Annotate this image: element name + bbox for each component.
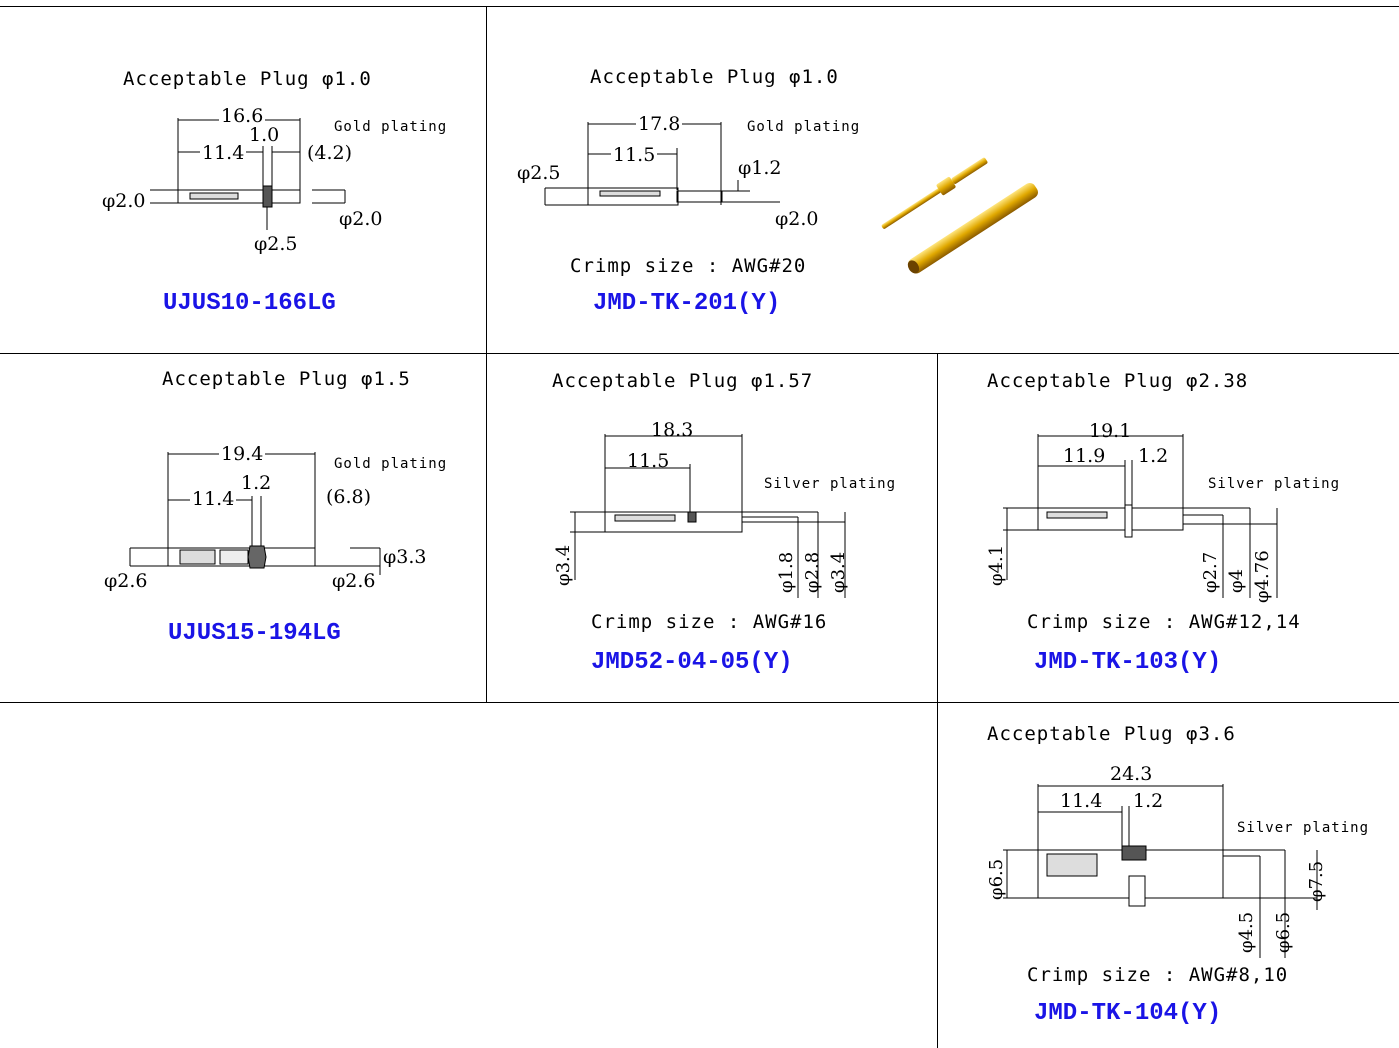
dim-collar-length: 1.0: [249, 124, 280, 146]
acceptable-plug-label: Acceptable Plug φ1.57: [552, 370, 814, 392]
crimp-size: Crimp size : AWG#12,14: [1027, 611, 1301, 633]
dim-total-length: 18.3: [651, 419, 694, 441]
dim-total-length: 19.4: [219, 443, 266, 465]
acceptable-plug-label: Acceptable Plug φ3.6: [987, 723, 1236, 745]
dim-socket-length: 11.4: [190, 488, 237, 510]
dim-diameter-3: φ7.5: [1306, 860, 1327, 902]
dim-socket-length: 11.4: [1060, 790, 1103, 812]
crimp-size: Crimp size : AWG#8,10: [1027, 964, 1289, 986]
dim-diameter-1: φ2.7: [1200, 551, 1221, 593]
dim-diameter-2: φ4: [1226, 568, 1247, 593]
grid-row-divider-1: [0, 353, 1399, 354]
dim-collar-length: 1.2: [241, 472, 272, 494]
plating-label: Silver plating: [1237, 820, 1370, 836]
contact-drawing: [1003, 784, 1318, 958]
dim-socket-length: 11.9: [1063, 445, 1106, 467]
dim-left-diameter: φ6.5: [986, 858, 1007, 900]
dim-socket-length: 11.5: [627, 450, 670, 472]
dim-pin-length: (6.8): [326, 486, 372, 508]
contact-drawing: [1003, 434, 1278, 598]
dim-left-diameter: φ2.5: [517, 162, 561, 184]
dim-collar-diameter: φ3.3: [383, 546, 427, 568]
dim-socket-length: 11.4: [200, 142, 247, 164]
dim-diameter-2: φ6.5: [1273, 911, 1294, 953]
dim-diameter-1: φ4.5: [1236, 911, 1257, 953]
part-number: UJUS15-194LG: [168, 620, 341, 647]
dim-pin-length: (4.2): [307, 142, 353, 164]
dim-total-length: 24.3: [1110, 763, 1153, 785]
dim-diameter-3: φ4.76: [1252, 550, 1273, 603]
grid-vertical-1: [486, 6, 487, 702]
part-number: JMD52-04-05(Y): [591, 649, 793, 676]
part-number: JMD-TK-104(Y): [1034, 1000, 1222, 1027]
dim-collar-diameter: φ2.5: [254, 233, 298, 255]
dim-body-diameter: φ2.0: [775, 208, 819, 230]
dim-total-length: 16.6: [219, 105, 266, 127]
plating-label: Silver plating: [1208, 476, 1341, 492]
dim-left-diameter: φ4.1: [986, 544, 1007, 586]
acceptable-plug-label: Acceptable Plug φ2.38: [987, 370, 1249, 392]
dim-diameter-3: φ3.4: [828, 551, 849, 593]
grid-vertical-2: [937, 353, 938, 1048]
plating-label: Gold plating: [747, 119, 861, 135]
dim-pin-diameter: φ1.2: [738, 157, 782, 179]
dim-collar-length: 1.2: [1138, 445, 1169, 467]
dim-right-diameter: φ2.0: [339, 208, 383, 230]
grid-row-divider-2: [0, 702, 1399, 703]
dim-collar-length: 1.2: [1133, 790, 1164, 812]
dim-total-length: 17.8: [636, 113, 683, 135]
contact-drawing: [544, 122, 780, 206]
part-number: UJUS10-166LG: [163, 290, 336, 317]
part-number: JMD-TK-201(Y): [593, 290, 781, 317]
socket-drawing: [129, 452, 381, 575]
acceptable-plug-label: Acceptable Plug φ1.5: [162, 368, 411, 390]
dim-right-diameter: φ2.6: [332, 570, 376, 592]
dim-left-diameter: φ2.0: [102, 190, 146, 212]
acceptable-plug-label: Acceptable Plug φ1.0: [123, 68, 372, 90]
dim-left-diameter: φ3.4: [553, 544, 574, 586]
part-number: JMD-TK-103(Y): [1034, 649, 1222, 676]
plating-label: Silver plating: [764, 476, 897, 492]
dim-diameter-1: φ1.8: [776, 551, 797, 593]
plating-label: Gold plating: [334, 119, 448, 135]
contact-drawing: [570, 434, 846, 598]
contact-photo: [881, 157, 1038, 274]
dim-left-diameter: φ2.6: [104, 570, 148, 592]
dim-socket-length: 11.5: [611, 144, 658, 166]
dim-diameter-2: φ2.8: [802, 551, 823, 593]
acceptable-plug-label: Acceptable Plug φ1.0: [590, 66, 839, 88]
crimp-size: Crimp size : AWG#20: [570, 255, 807, 277]
dim-total-length: 19.1: [1089, 420, 1132, 442]
grid-top-border: [0, 6, 1399, 7]
crimp-size: Crimp size : AWG#16: [591, 611, 828, 633]
plating-label: Gold plating: [334, 456, 448, 472]
